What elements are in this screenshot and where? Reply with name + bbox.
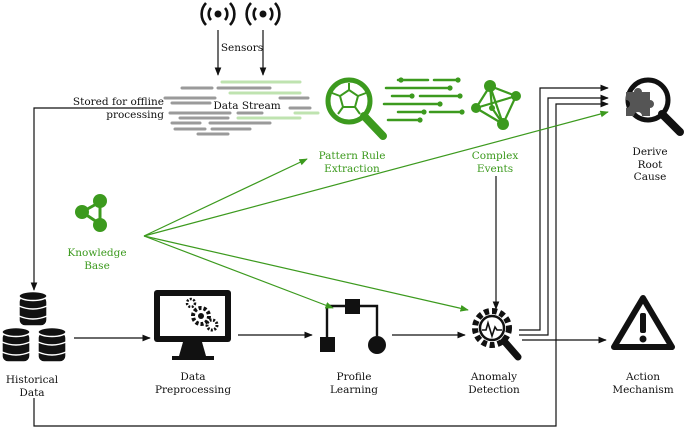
anomaly-detection-label: Anomaly Detection <box>468 371 520 396</box>
pattern-magnifier-icon <box>325 77 387 140</box>
data-stream-lines <box>163 80 320 136</box>
magnifier-puzzle-icon <box>625 77 684 136</box>
derive-root-cause-label: Derive Root Cause <box>632 146 668 183</box>
complex-events-label: Complex Events <box>471 150 519 175</box>
data-preprocessing-label: Data Preprocessing <box>154 371 232 396</box>
share-node-icon <box>75 194 107 232</box>
flowchart-icon <box>320 299 386 354</box>
sensor-right-icon <box>245 2 281 26</box>
knowledge-connectors <box>143 110 609 312</box>
data-stream-label: Data Stream <box>213 100 281 112</box>
network-graph-icon <box>471 80 521 130</box>
gear-magnifier-icon <box>472 308 522 361</box>
pattern-rule-extraction-label: Pattern Rule Extraction <box>318 150 386 175</box>
knowledge-base-label: Knowledge Base <box>67 247 127 272</box>
database-icon <box>1 290 67 363</box>
sensors-label: Sensors <box>220 42 264 54</box>
pattern-arrows <box>382 78 464 122</box>
profile-learning-label: Profile Learning <box>329 371 379 396</box>
historical-data-label: Historical Data <box>5 374 59 399</box>
stored-offline-label: Stored for offline processing <box>72 96 164 121</box>
monitor-gears-icon <box>154 290 231 360</box>
warning-triangle-icon <box>611 295 675 350</box>
sensor-left-icon <box>200 2 236 26</box>
pattern-arrowheads <box>398 77 465 123</box>
action-mechanism-label: Action Mechanism <box>612 371 674 396</box>
flow-connectors <box>30 84 609 427</box>
sensor-arrows <box>214 30 267 76</box>
